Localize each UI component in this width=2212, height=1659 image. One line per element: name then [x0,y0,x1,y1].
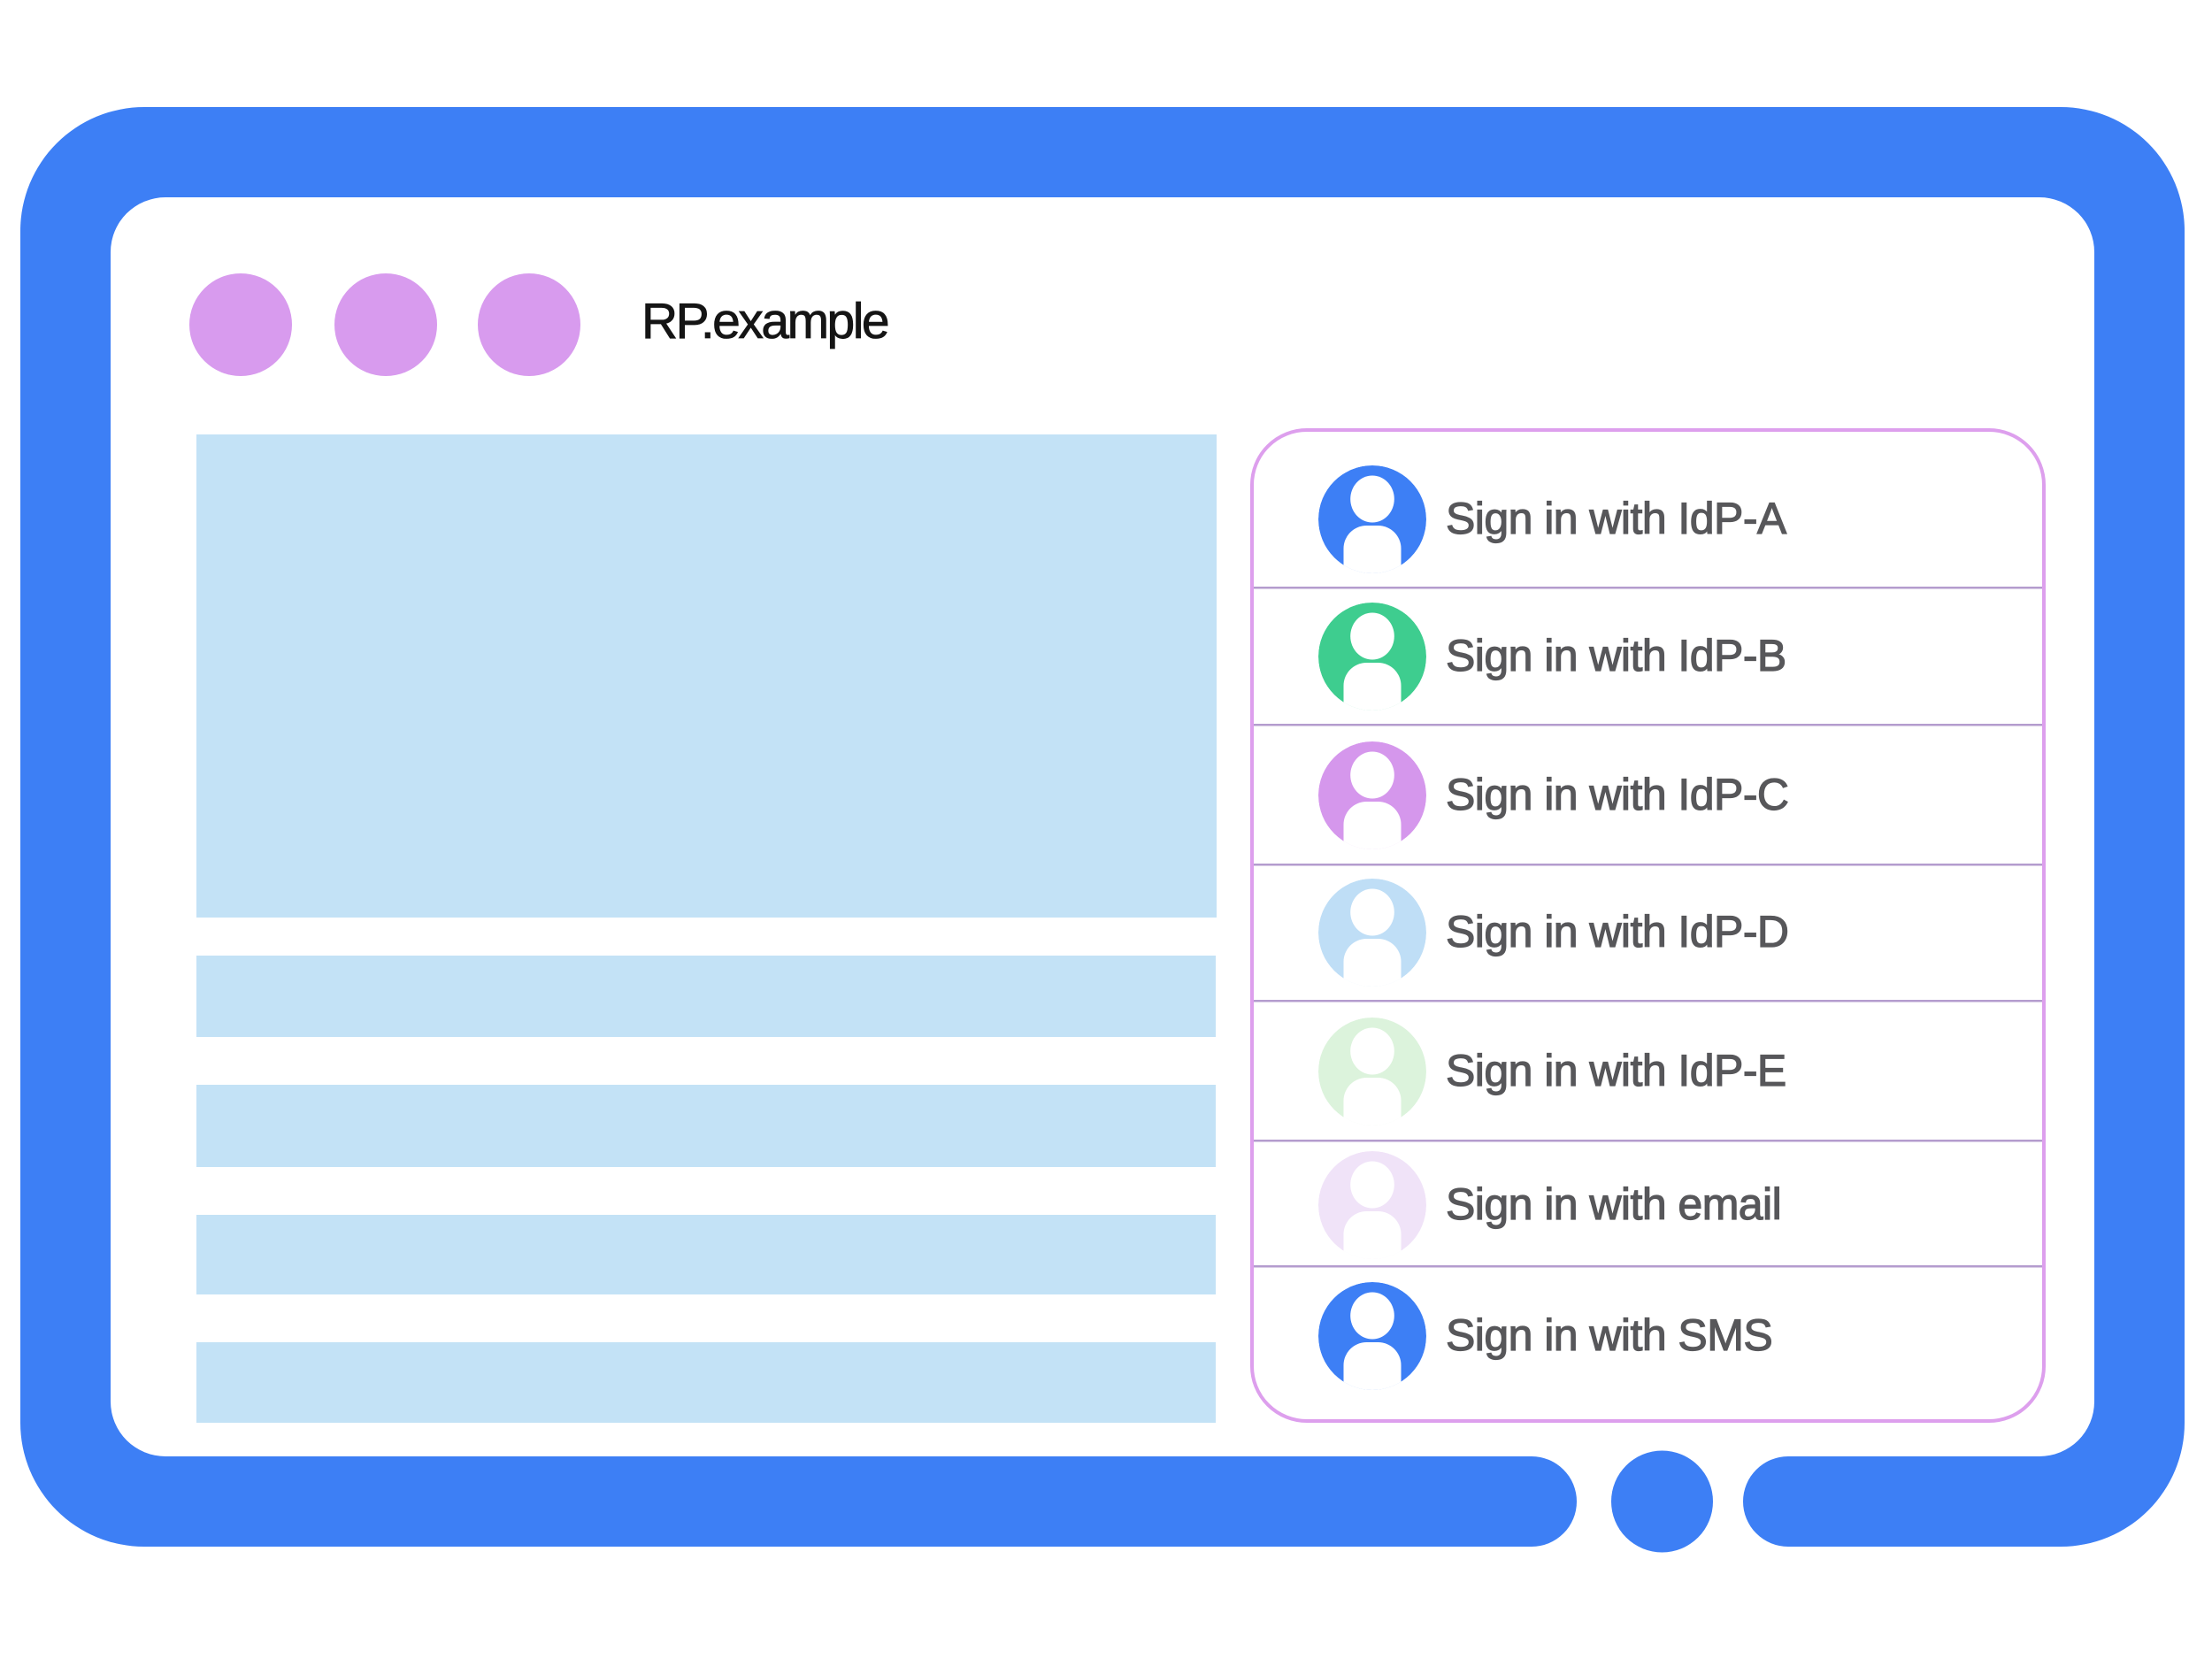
svg-text:Sign in with email: Sign in with email [1446,1179,1781,1229]
svg-text:RP.example: RP.example [641,293,888,349]
svg-text:Sign in with IdP-E: Sign in with IdP-E [1446,1046,1786,1095]
svg-text:Sign in with IdP-C: Sign in with IdP-C [1446,770,1789,819]
svg-text:Sign in with IdP-A: Sign in with IdP-A [1446,494,1787,543]
svg-text:Sign in with IdP-B: Sign in with IdP-B [1446,631,1786,680]
svg-text:Sign in with SMS: Sign in with SMS [1446,1310,1772,1360]
svg-text:Sign in with IdP-D: Sign in with IdP-D [1446,907,1789,956]
